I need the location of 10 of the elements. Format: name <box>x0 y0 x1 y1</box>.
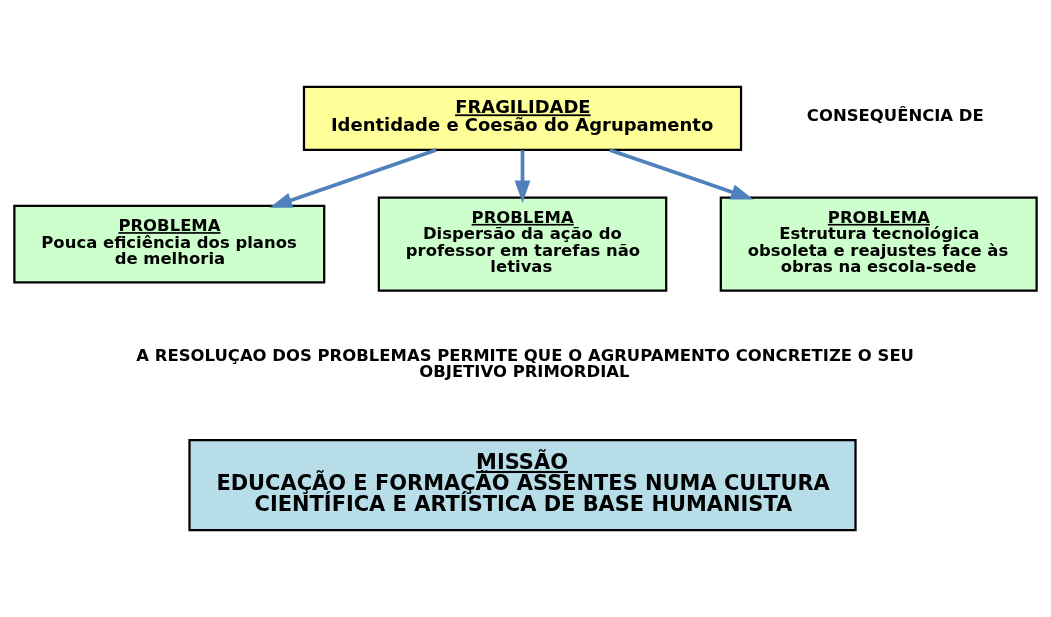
node-box: PROBLEMA Pouca eficiência dos planos de melhoria <box>13 204 326 284</box>
arrow <box>514 150 531 203</box>
label: CONSEQUÊNCIA DE <box>806 106 984 126</box>
node-box: FRAGILIDADE Identidade e Coesão do Agrupamento <box>302 85 743 151</box>
node-box: PROBLEMA Estrutura tecnológica obsoleta e reajustes face às obras na escola-sede <box>719 196 1038 292</box>
label: A RESOLUÇAO DOS PROBLEMAS PERMITE QUE O AGRUPAMENTO CONCRETIZE O SEU OBJETIVO PRIMORDIAL <box>136 345 915 382</box>
arrow <box>269 148 437 208</box>
node-box: PROBLEMA Dispersão da ação do professor em tarefas não letivas <box>377 196 668 292</box>
arrow <box>609 148 754 200</box>
node-box: MISSÃO EDUCAÇÃO E FORMAÇÃO ASSENTES NUMA CULTURA CIENTÍFICA E ARTÍSTICA DE BASE HUMANISTA <box>188 439 857 532</box>
